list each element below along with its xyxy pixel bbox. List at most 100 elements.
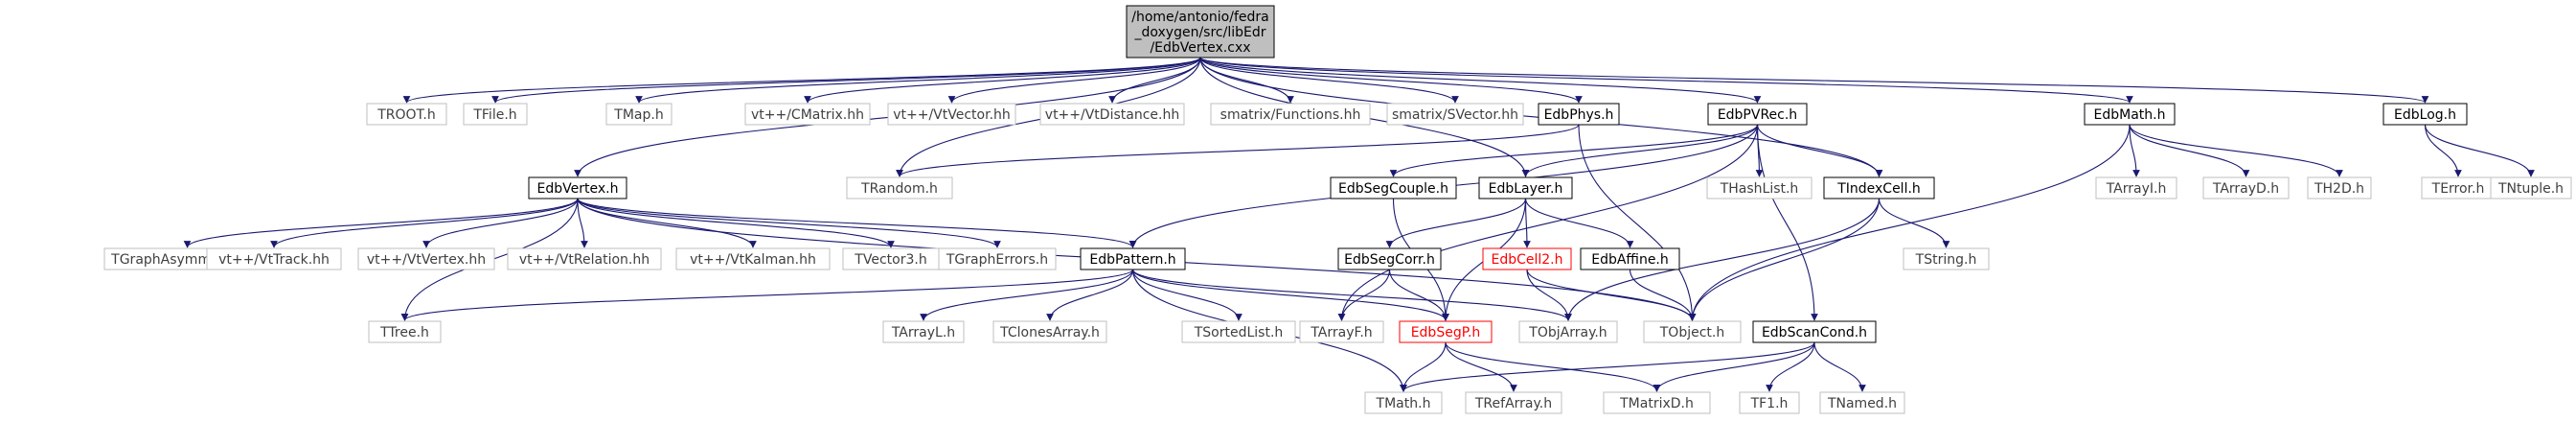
node-TTree: TTree.h [368, 320, 442, 343]
node-EdbPVRec[interactable]: EdbPVRec.h [1707, 103, 1808, 126]
node-box-EdbPattern[interactable] [1080, 247, 1186, 270]
edge-EdbScanCond-to-TMatrixD [1653, 341, 1815, 392]
node-SmSVector: smatrix/SVector.hh [1386, 103, 1524, 126]
edge-EdbVertex-to-TGraphAsymmErrors [183, 198, 579, 248]
node-VtKalman: vt++/VtKalman.hh [675, 247, 831, 270]
node-EdbCell2[interactable]: EdbCell2.h [1482, 247, 1572, 270]
edge-EdbVertex-to-TGraphErrors [577, 198, 1001, 248]
node-TObjArray: TObjArray.h [1518, 320, 1618, 343]
node-label-VtKalman: vt++/VtKalman.hh [690, 252, 816, 268]
node-label-TRefArray: TRefArray.h [1474, 396, 1552, 411]
edge-root-to-EdbPVRec [1199, 57, 1762, 104]
node-label-TClonesArray: TClonesArray.h [999, 325, 1100, 340]
node-label-TArrayF: TArrayF.h [1310, 325, 1372, 340]
node-label-TObject: TObject.h [1659, 325, 1724, 340]
edge-EdbScanCond-to-TF1 [1766, 341, 1815, 392]
edge-EdbSegP-to-TRefArray [1445, 341, 1517, 392]
node-TMath: TMath.h [1364, 391, 1443, 414]
node-box-TNamed [1819, 391, 1905, 414]
node-box-EdbVertex[interactable] [528, 176, 627, 199]
node-box-EdbSegP[interactable] [1399, 320, 1493, 343]
node-box-SmFunctions [1210, 103, 1371, 126]
node-label-EdbSegCorr: EdbSegCorr.h [1344, 252, 1435, 268]
node-EdbPhys[interactable]: EdbPhys.h [1538, 103, 1620, 126]
edge-root-to-EdbMath [1199, 57, 2133, 104]
node-label-TRandom: TRandom.h [860, 181, 938, 197]
edge-TIndexCell-to-TObjArray [1564, 198, 1881, 321]
edge-EdbMath-to-TH2D [2129, 124, 2343, 177]
node-label-TVector3: TVector3.h [854, 252, 926, 268]
node-box-TClonesArray [992, 320, 1107, 343]
node-label-TGraphErrors: TGraphErrors.h [946, 252, 1048, 268]
node-box-EdbLog[interactable] [2382, 103, 2468, 126]
node-EdbLog[interactable]: EdbLog.h [2382, 103, 2468, 126]
node-box-EdbAffine[interactable] [1580, 247, 1680, 270]
node-root: /home/antonio/fedra_doxygen/src/libEdr/E… [1126, 5, 1275, 59]
edge-root-to-EdbLog [1199, 57, 2428, 104]
node-label-EdbSegP: EdbSegP.h [1411, 325, 1481, 340]
node-label-EdbPattern: EdbPattern.h [1089, 252, 1175, 268]
node-label-THashList: THashList.h [1720, 181, 1799, 197]
node-TH2D: TH2D.h [2307, 176, 2372, 199]
node-TRandom: TRandom.h [846, 176, 953, 199]
node-TArrayF: TArrayF.h [1299, 320, 1384, 343]
edge-EdbScanCond-to-TMath [1400, 341, 1815, 392]
dependency-nodes: /home/antonio/fedra_doxygen/src/libEdr/E… [103, 5, 2572, 414]
node-EdbScanCond[interactable]: EdbScanCond.h [1752, 320, 1877, 343]
node-label-TMap: TMap.h [613, 107, 663, 123]
node-EdbSegCorr[interactable]: EdbSegCorr.h [1337, 247, 1442, 270]
node-label-TNtuple: TNtuple.h [2497, 181, 2564, 197]
node-label-EdbSegCouple: EdbSegCouple.h [1338, 181, 1448, 197]
node-box-TNtuple [2490, 176, 2572, 199]
node-label-VtVertex: vt++/VtVertex.hh [367, 252, 486, 268]
edge-root-to-EdbPhys [1199, 57, 1583, 104]
node-label-TMatrixD: TMatrixD.h [1619, 396, 1694, 411]
node-EdbAffine[interactable]: EdbAffine.h [1580, 247, 1680, 270]
node-EdbPattern[interactable]: EdbPattern.h [1080, 247, 1186, 270]
node-label-VtDistance: vt++/VtDistance.hh [1045, 107, 1179, 123]
node-box-EdbSegCouple[interactable] [1330, 176, 1457, 199]
edge-EdbPattern-to-TSortedList [1131, 269, 1242, 321]
node-box-EdbPhys[interactable] [1538, 103, 1620, 126]
edge-EdbPattern-to-TClonesArray [1046, 269, 1134, 321]
edge-EdbVertex-to-EdbPattern [577, 198, 1137, 248]
node-box-EdbCell2[interactable] [1482, 247, 1572, 270]
node-EdbSegCouple[interactable]: EdbSegCouple.h [1330, 176, 1457, 199]
node-label-EdbScanCond: EdbScanCond.h [1762, 325, 1867, 340]
node-TMap: TMap.h [605, 103, 672, 126]
node-EdbSegP[interactable]: EdbSegP.h [1399, 320, 1493, 343]
node-TROOT: TROOT.h [366, 103, 447, 126]
edge-EdbVertex-to-VtRelation [577, 198, 588, 248]
edge-EdbPVRec-to-EdbSegCouple [1389, 124, 1759, 177]
node-label-TArrayI: TArrayI.h [2106, 181, 2167, 197]
edge-EdbAffine-to-TObject [1629, 269, 1697, 321]
node-box-THashList [1706, 176, 1812, 199]
node-box-VtVector [887, 103, 1016, 126]
node-box-EdbScanCond[interactable] [1752, 320, 1877, 343]
edge-EdbPattern-to-EdbSegP [1131, 269, 1449, 321]
node-box-TIndexCell[interactable] [1823, 176, 1935, 199]
node-box-EdbSegCorr[interactable] [1337, 247, 1442, 270]
node-box-EdbMath[interactable] [2084, 103, 2176, 126]
edge-EdbCell2-to-TObject [1526, 269, 1697, 321]
node-box-EdbLayer[interactable] [1478, 176, 1573, 199]
node-TVector3: TVector3.h [842, 247, 940, 270]
node-EdbMath[interactable]: EdbMath.h [2084, 103, 2176, 126]
node-TString: TString.h [1903, 247, 1990, 270]
node-EdbLayer[interactable]: EdbLayer.h [1478, 176, 1573, 199]
node-box-EdbPVRec[interactable] [1707, 103, 1808, 126]
node-label-root: /EdbVertex.cxx [1150, 40, 1250, 56]
edge-EdbVertex-to-VtVertex [422, 198, 579, 248]
node-TArrayI: TArrayI.h [2095, 176, 2177, 199]
node-TIndexCell[interactable]: TIndexCell.h [1823, 176, 1935, 199]
node-EdbVertex[interactable]: EdbVertex.h [528, 176, 627, 199]
node-label-root: /home/antonio/fedra [1131, 10, 1268, 25]
node-box-TMath [1364, 391, 1443, 414]
edge-EdbSegP-to-TMath [1400, 341, 1447, 392]
edge-EdbLog-to-TNtuple [2424, 124, 2535, 177]
node-box-TFile [463, 103, 528, 126]
node-box-VtRelation [507, 247, 662, 270]
node-SmFunctions: smatrix/Functions.hh [1210, 103, 1371, 126]
node-box-TObjArray [1518, 320, 1618, 343]
